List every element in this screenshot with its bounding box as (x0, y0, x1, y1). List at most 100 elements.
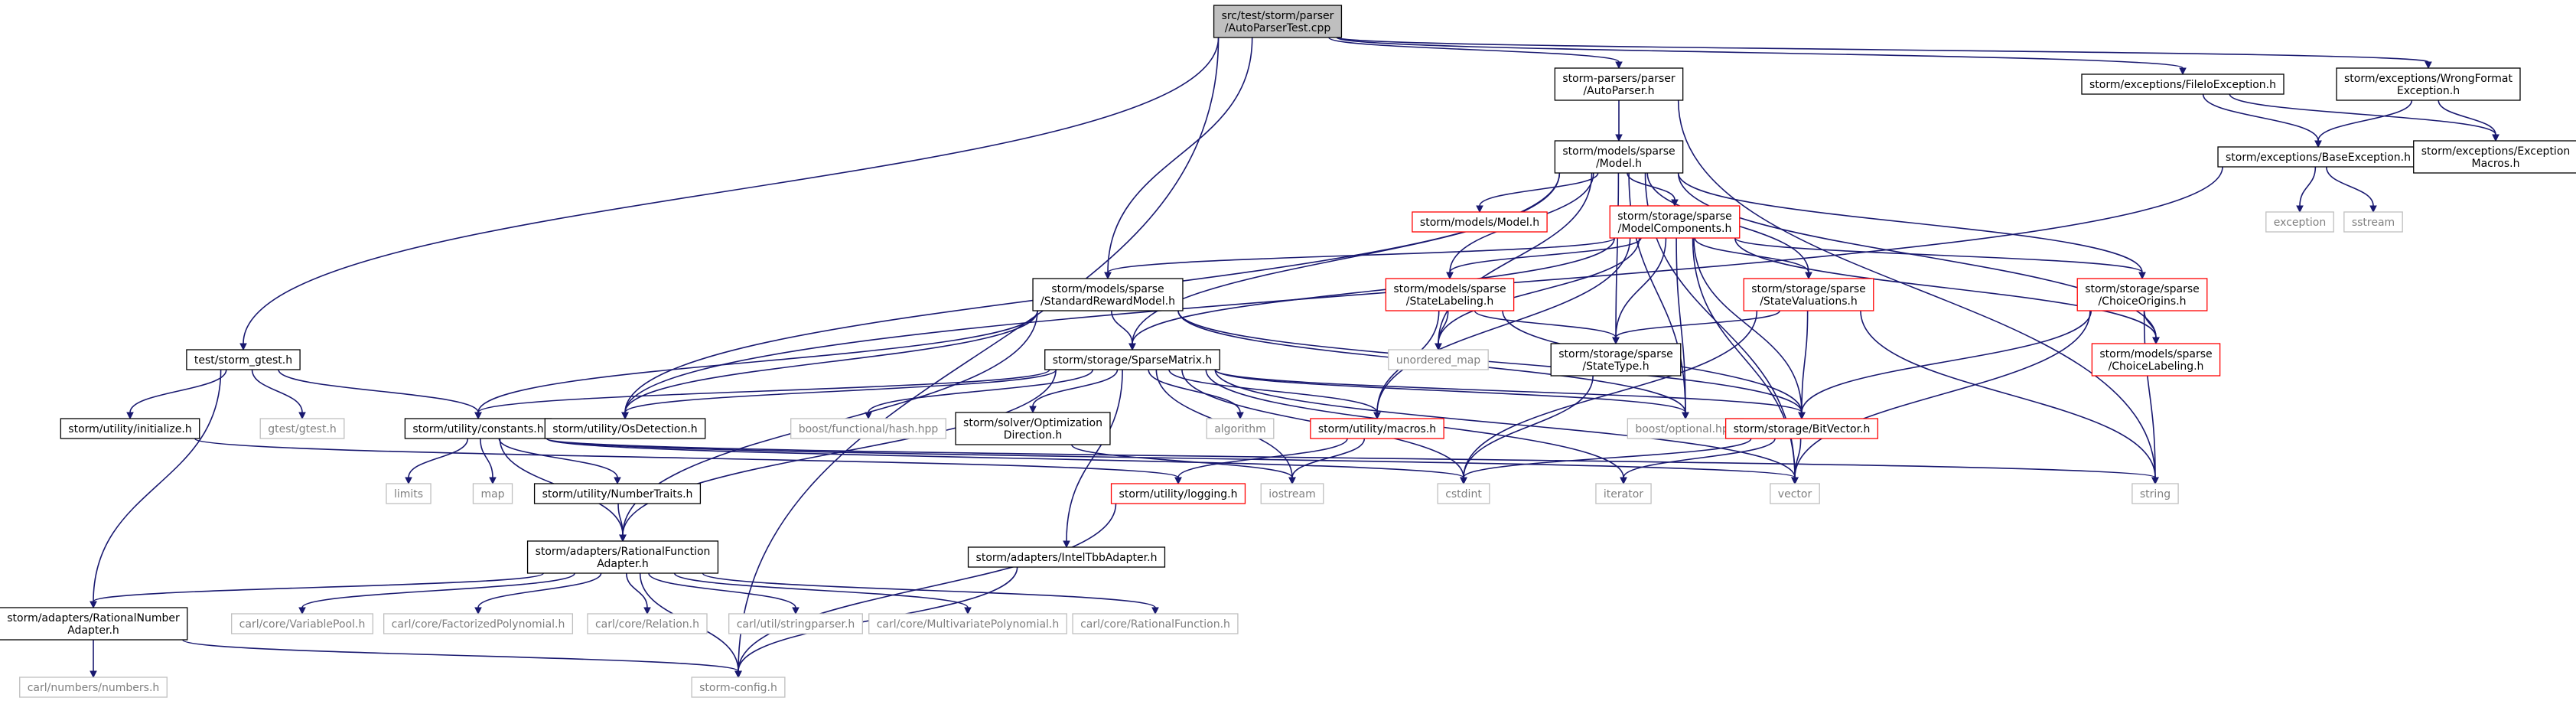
edge-line (243, 37, 1220, 344)
edge-line (194, 438, 1179, 478)
edge-line (1449, 237, 1642, 273)
edge-line (251, 369, 303, 413)
edge-arrowhead (2151, 477, 2159, 485)
node-root[interactable]: src/test/storm/parser/AutoParserTest.cpp (1213, 5, 1343, 38)
node-modelcomp[interactable]: storm/storage/sparse/ModelComponents.h (1609, 205, 1741, 239)
edge-line (477, 572, 602, 608)
edge-arrowhead (1798, 412, 1806, 420)
edge-model-to-choicelabeling (1677, 172, 2160, 345)
edge-gtestroot-to-constants (278, 369, 482, 420)
node-box (544, 418, 706, 439)
node-label: storm/adapters/RationalFunction (536, 546, 711, 558)
node-initialize[interactable]: storm/utility/initialize.h (60, 418, 200, 439)
node-label: Adapter.h (67, 624, 119, 637)
node-label: Exception.h (2397, 85, 2460, 97)
edge-line (2143, 310, 2157, 338)
node-box (967, 546, 1166, 568)
edge-line (1071, 444, 1293, 478)
node-label: storm/utility/NumberTraits.h (542, 488, 693, 500)
node-label: gtest/gtest.h (268, 423, 337, 435)
edge-statelabeling-to-unorderedmap (1435, 310, 1449, 351)
edge-line (1132, 172, 1561, 344)
node-choiceorigins[interactable]: storm/storage/sparse/ChoiceOrigins.h (2076, 278, 2208, 311)
node-statelabeling[interactable]: storm/models/sparse/StateLabeling.h (1385, 278, 1515, 311)
node-box (1388, 349, 1489, 370)
node-label: limits (394, 488, 423, 500)
edge-initialize-to-logging (194, 438, 1182, 485)
node-sparsematrix[interactable]: storm/storage/SparseMatrix.h (1044, 349, 1220, 370)
node-gtestroot[interactable]: test/storm_gtest.h (186, 349, 301, 370)
node-cstdint: cstdint (1437, 483, 1490, 504)
edge-line (738, 37, 1220, 672)
edge-arrowhead (1446, 272, 1454, 280)
node-choicelabeling[interactable]: storm/models/sparse/ChoiceLabeling.h (2091, 343, 2221, 377)
node-label: /StandardRewardModel.h (1040, 295, 1175, 308)
node-numbertraits[interactable]: storm/utility/NumberTraits.h (533, 483, 702, 504)
edge-constants-to-map (480, 438, 497, 485)
node-label: string (2140, 488, 2171, 500)
node-algorithm: algorithm (1206, 418, 1275, 439)
node-box (1724, 418, 1879, 439)
node-box (1412, 211, 1548, 233)
node-osdetection[interactable]: storm/utility/OsDetection.h (544, 418, 706, 439)
edge-sparsematrix-to-osdetection (621, 369, 1057, 420)
node-box (1550, 343, 1682, 377)
node-label: storm/exceptions/Exception (2421, 145, 2571, 158)
edge-line (1291, 438, 1366, 478)
node-macros[interactable]: storm/utility/macros.h (1310, 418, 1444, 439)
edge-wrongformat-to-baseexc (2314, 99, 2413, 148)
node-fileio[interactable]: storm/exceptions/FileIoException.h (2081, 73, 2285, 95)
node-constants[interactable]: storm/utility/constants.h (404, 418, 552, 439)
node-autoparser[interactable]: storm-parsers/parser/AutoParser.h (1554, 67, 1684, 101)
edge-statevals-to-statetype (1612, 310, 1780, 345)
node-box (2131, 483, 2179, 504)
node-label: Macros.h (2472, 158, 2520, 170)
node-label: cstdint (1445, 488, 1482, 500)
edge-arrowhead (619, 534, 627, 543)
edge-baseexc-to-exception (2296, 166, 2317, 214)
node-label: sstream (2352, 217, 2395, 229)
edge-arrowhead (621, 412, 629, 420)
edge-line (1328, 37, 1620, 63)
edge-arrowhead (2314, 140, 2322, 148)
node-modelsmodel[interactable]: storm/models/Model.h (1412, 211, 1548, 233)
node-box (2343, 211, 2403, 233)
node-box (1437, 483, 1490, 504)
edge-arrowhead (1435, 343, 1442, 351)
edge-line (1677, 172, 2143, 273)
node-model[interactable]: storm/models/sparse/Model.h (1554, 140, 1684, 174)
node-label: storm/storage/sparse (1617, 210, 1732, 223)
node-baseexc[interactable]: storm/exceptions/BaseException.h (2217, 146, 2419, 168)
edge-arrowhead (1476, 205, 1483, 214)
node-intelttb[interactable]: storm/adapters/IntelTbbAdapter.h (967, 546, 1166, 568)
node-logging[interactable]: storm/utility/logging.h (1110, 483, 1246, 504)
node-bitvector[interactable]: storm/storage/BitVector.h (1724, 418, 1879, 439)
edge-line (1463, 375, 1594, 478)
edge-macros-to-iostream (1288, 438, 1366, 485)
edge-line (1623, 438, 1776, 478)
edge-line (1734, 237, 2157, 338)
node-label: /Model.h (1596, 158, 1642, 170)
edge-line (1677, 99, 2156, 478)
node-label: storm/utility/initialize.h (68, 423, 191, 435)
edge-arrowhead (643, 607, 651, 615)
node-stdreward[interactable]: storm/models/sparse/StandardRewardModel.… (1032, 278, 1184, 311)
node-statevals[interactable]: storm/storage/sparse/StateValuations.h (1743, 278, 1874, 311)
edge-arrowhead (2152, 337, 2160, 345)
node-box (19, 677, 168, 698)
edge-choiceorigins-to-bitvector (1798, 310, 2092, 420)
node-box (2413, 140, 2576, 174)
node-stringparser: carl/util/stringparser.h (728, 613, 863, 634)
node-label: /ChoiceOrigins.h (2098, 295, 2186, 308)
edge-line (1615, 172, 1620, 338)
edge-arrowhead (1151, 607, 1159, 615)
node-label: storm/adapters/RationalNumber (7, 612, 180, 624)
node-box (2217, 146, 2419, 168)
node-statetype[interactable]: storm/storage/sparse/StateType.h (1550, 343, 1682, 377)
edge-choiceorigins-to-vector (1791, 310, 2091, 485)
